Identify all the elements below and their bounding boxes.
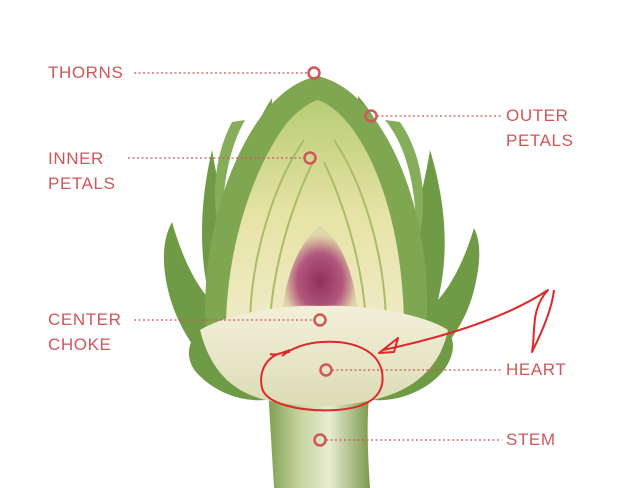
- label-center-choke: CENTER CHOKE: [48, 310, 122, 354]
- outer-bract-right-2: [385, 120, 424, 250]
- marker-thorns: [307, 66, 321, 80]
- marker-outer-petals: [364, 109, 378, 123]
- outer-base-left: [188, 330, 266, 401]
- outer-base-right: [372, 330, 453, 401]
- label-heart: HEART: [506, 360, 567, 379]
- choke-shape: [282, 226, 358, 318]
- heart-annotation-circle: [260, 340, 384, 412]
- label-inner-petals: INNER PETALS: [48, 149, 116, 193]
- heart-annotation-arrow: [378, 289, 555, 354]
- marker-circles: [303, 66, 378, 447]
- stem-shape: [268, 388, 370, 488]
- marker-center-choke: [313, 313, 327, 327]
- marker-stem: [313, 433, 327, 447]
- inner-petal-lines: [249, 139, 387, 321]
- label-outer-petals: OUTER PETALS: [506, 106, 574, 150]
- label-thorns: THORNS: [48, 63, 124, 82]
- marker-heart: [319, 363, 333, 377]
- marker-inner-petals: [303, 151, 317, 165]
- leader-lines: [128, 72, 502, 441]
- label-stem: STEM: [506, 430, 556, 449]
